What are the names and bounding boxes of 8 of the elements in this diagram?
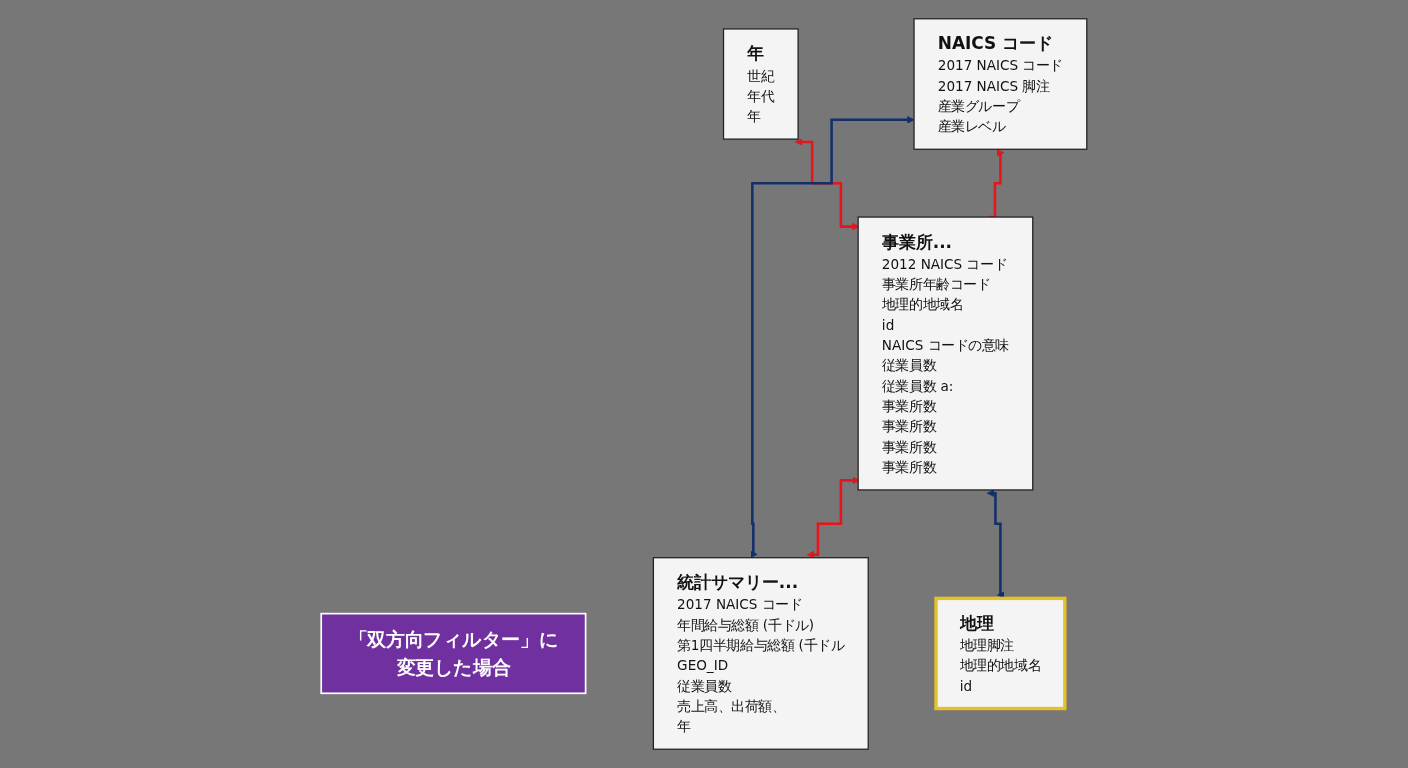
arrow — [750, 116, 915, 559]
arrow — [986, 489, 1005, 599]
node-box: 統計サマリー... 2017 NAICS コード 年間給与総額 (千ドル) 第1四半期給与総額 (千ドル GEO_ID 従業員数 売上高、出荷額、 年 — [652, 557, 869, 750]
node-box: 「双方向フィルター」に変更した場合 — [320, 612, 587, 695]
node-box: 事業所... 2012 NAICS コード 事業所年齢コード 地理的地域名 id NAICS コードの意味 従業員数 従業員数 a: 事業所数 事業所数 事業所数 事業所数 — [857, 216, 1034, 491]
node-box: 地理 地理脚注 地理的地域名 id — [934, 596, 1067, 711]
node-box: 年 世紀 年代 年 — [722, 28, 799, 140]
node-box: NAICS コード 2017 NAICS コード 2017 NAICS 脚注 産業グループ 産業レベル — [913, 18, 1088, 150]
